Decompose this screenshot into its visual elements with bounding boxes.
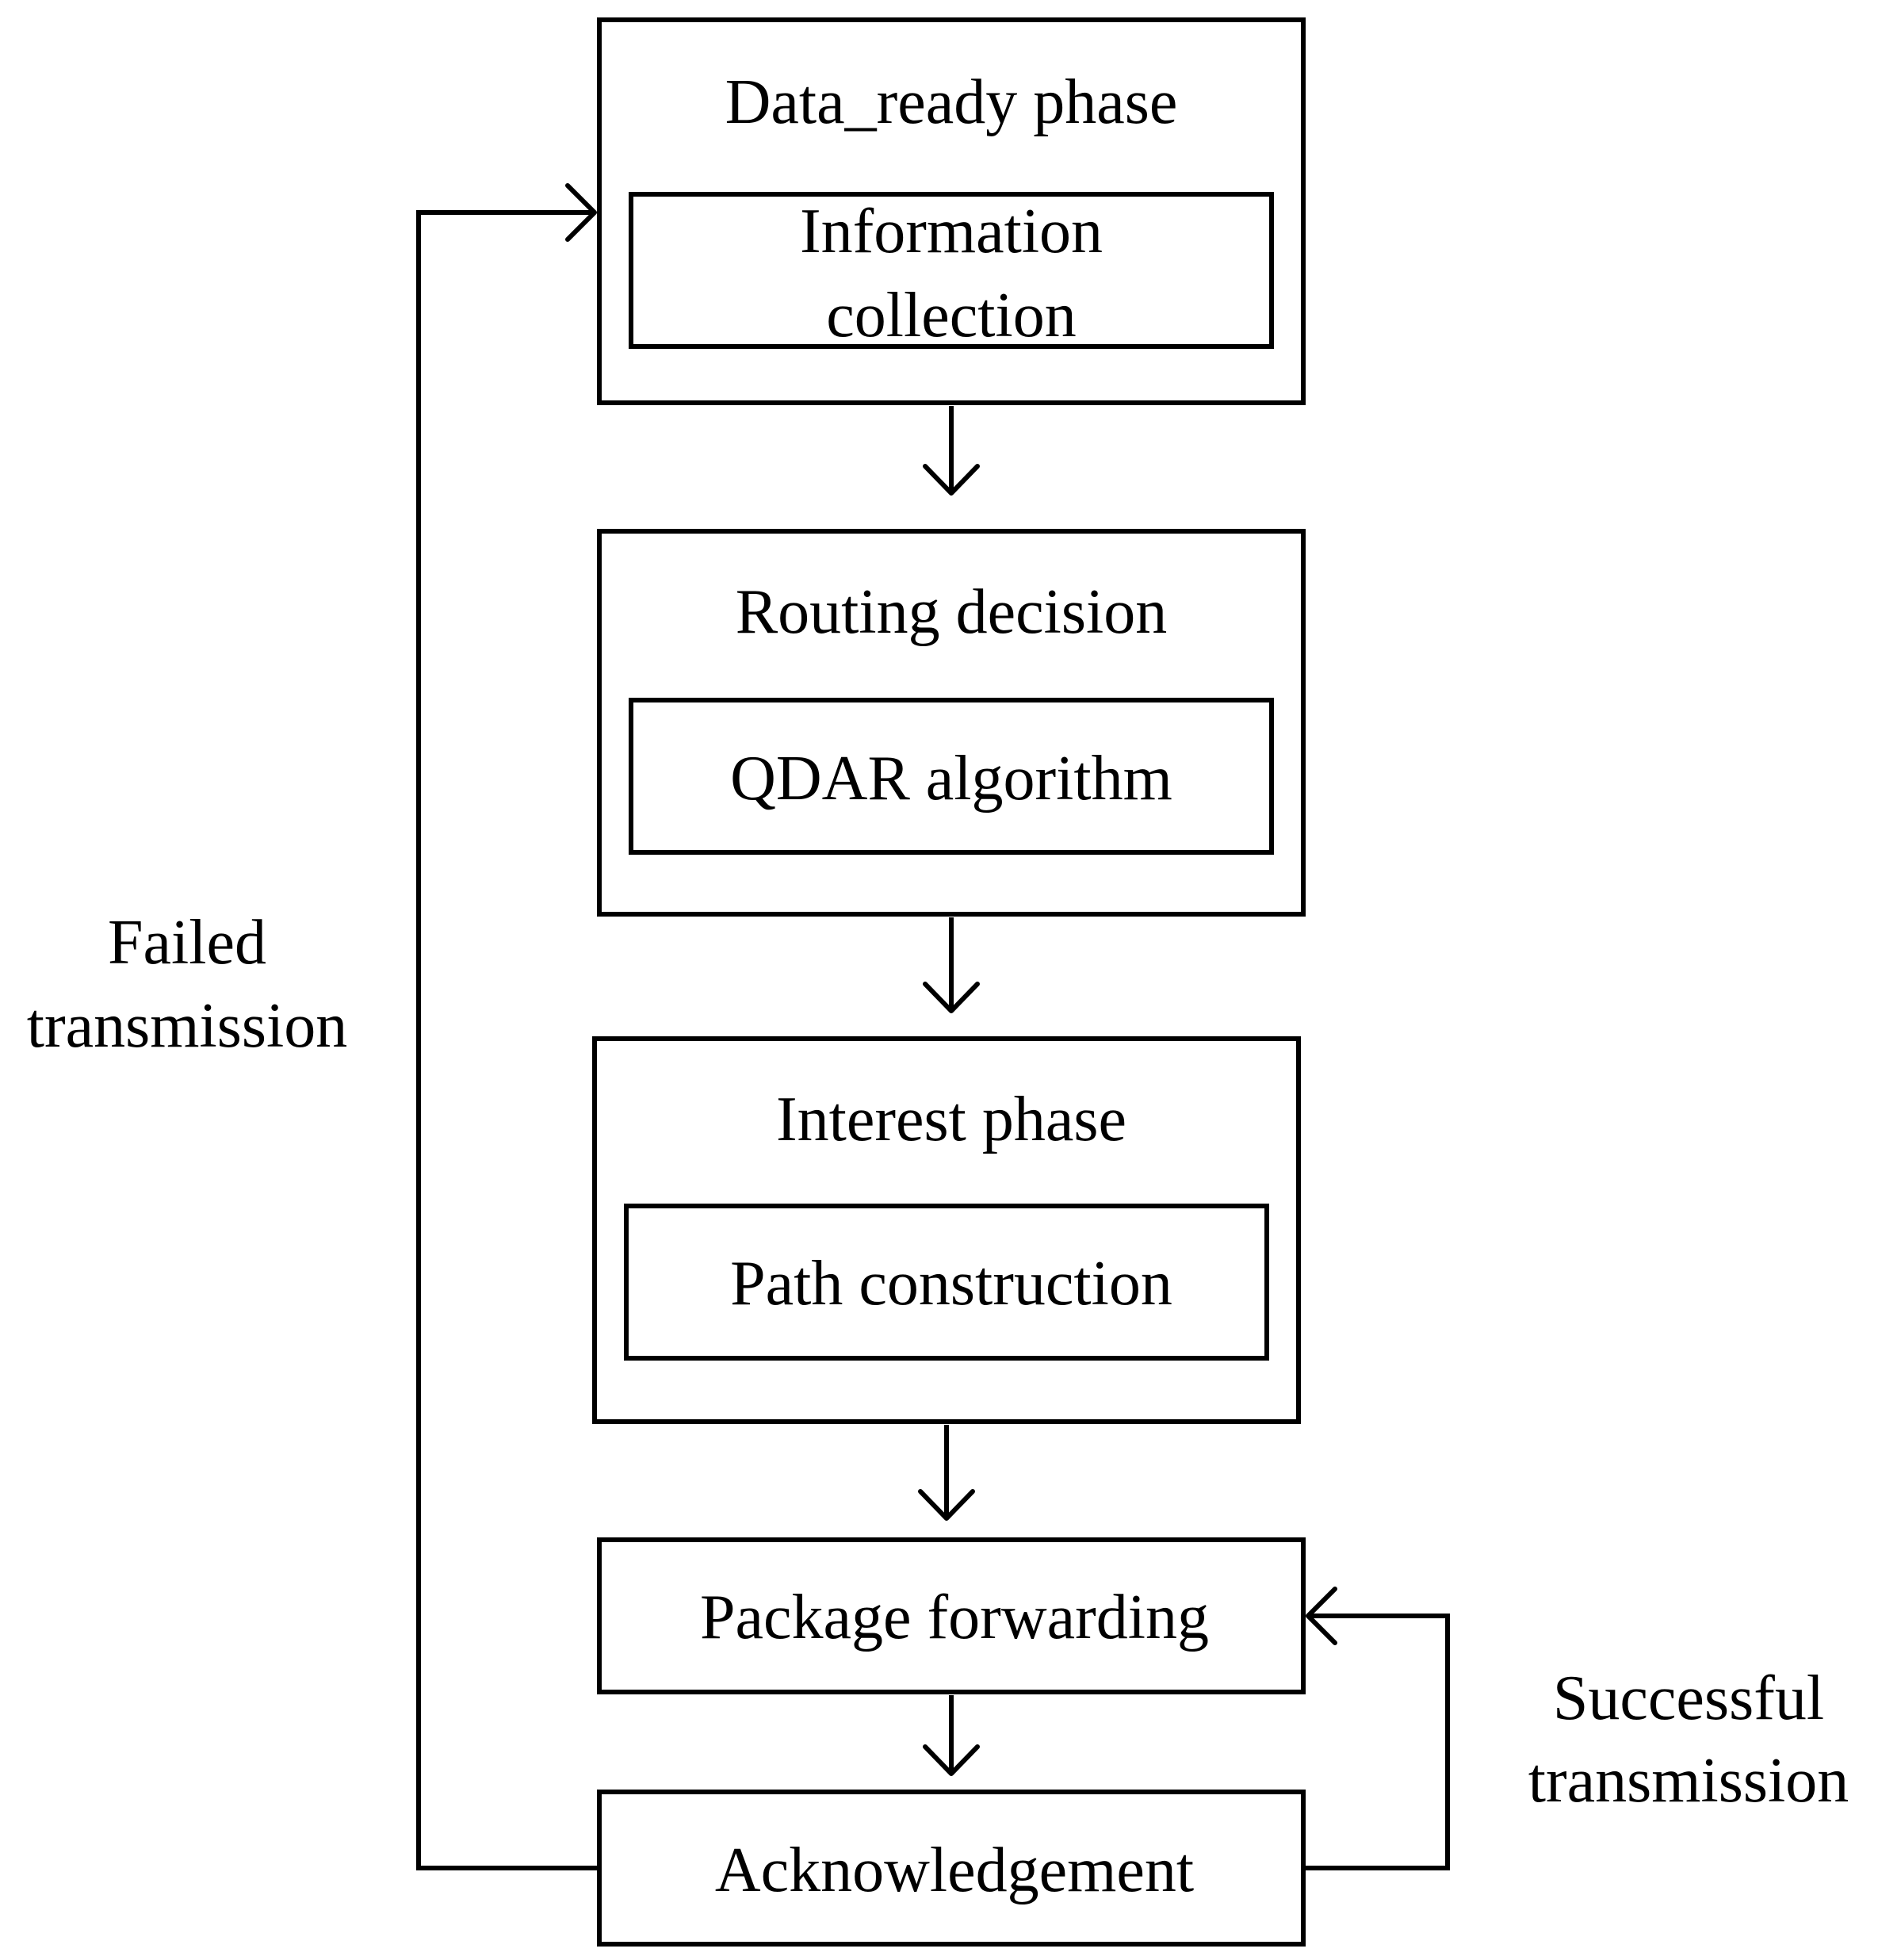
phase-interest: Interest phase Path construction	[592, 1036, 1301, 1424]
failed-transmission-line1: Failed	[108, 908, 266, 978]
step-package-forwarding: Package forwarding	[597, 1537, 1306, 1694]
path-construction-label: Path construction	[730, 1249, 1172, 1319]
qdar-algorithm-label: QDAR algorithm	[730, 744, 1172, 813]
phase-routing-decision: Routing decision QDAR algorithm	[597, 529, 1306, 917]
successful-transmission-line1: Successful	[1553, 1663, 1824, 1733]
information-collection-line1: Information	[800, 197, 1103, 266]
phase-data-ready-title: Data_ready phase	[725, 67, 1178, 137]
phase-routing-decision-title: Routing decision	[736, 577, 1167, 647]
failed-transmission-loop: Failed transmission	[27, 183, 599, 1870]
information-collection-box	[629, 192, 1274, 349]
package-forwarding-label: Package forwarding	[700, 1583, 1209, 1652]
failed-transmission-line2: transmission	[27, 991, 347, 1061]
arrow-forwarding-to-ack	[923, 1695, 980, 1776]
successful-loop-arrowhead	[1306, 1587, 1337, 1645]
successful-loop-line	[1303, 1614, 1450, 1870]
qdar-algorithm-box	[629, 698, 1274, 855]
acknowledgement-label: Acknowledgement	[715, 1836, 1194, 1905]
phase-data-ready: Data_ready phase Information collection	[597, 17, 1306, 405]
arrow-data-ready-to-routing	[923, 406, 980, 496]
arrow-interest-to-forwarding	[918, 1425, 975, 1521]
failed-loop-arrowhead	[565, 183, 597, 242]
package-forwarding-box	[597, 1537, 1306, 1694]
path-construction-box	[624, 1204, 1269, 1361]
successful-transmission-loop: Successful transmission	[1303, 1587, 1849, 1870]
phase-interest-title: Interest phase	[776, 1085, 1126, 1154]
failed-loop-line	[416, 210, 599, 1870]
information-collection-line2: collection	[826, 281, 1076, 350]
arrow-routing-to-interest	[923, 917, 980, 1013]
step-acknowledgement: Acknowledgement	[597, 1790, 1306, 1947]
successful-transmission-line2: transmission	[1528, 1746, 1849, 1816]
